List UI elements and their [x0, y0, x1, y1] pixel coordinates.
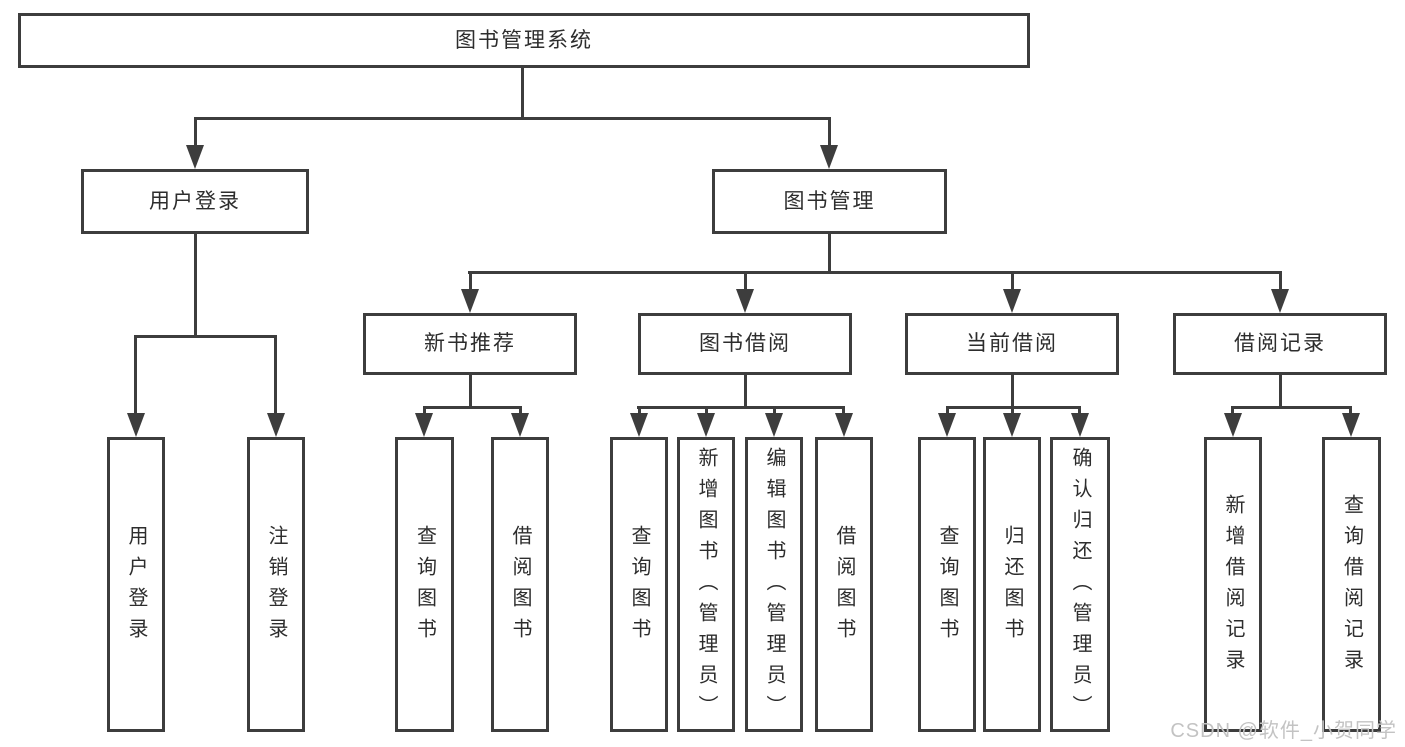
connector-line — [828, 234, 831, 273]
node-current-borrow: 当前借阅 — [905, 313, 1119, 375]
connector-line — [638, 406, 641, 415]
node-new-book-rec: 新书推荐 — [363, 313, 577, 375]
connector-line — [468, 271, 1281, 274]
connector-line — [637, 406, 845, 409]
connector-line — [134, 335, 137, 415]
arrowhead-icon — [1342, 413, 1360, 437]
connector-line — [744, 271, 747, 291]
leaf-bb-edit-book: 编辑图书（管理员） — [745, 437, 803, 732]
arrowhead-icon — [835, 413, 853, 437]
connector-line — [1349, 406, 1352, 415]
leaf-bb-query-book: 查询图书 — [610, 437, 668, 732]
connector-line — [423, 406, 426, 415]
connector-line — [194, 117, 831, 120]
leaf-br-query-record: 查询借阅记录 — [1322, 437, 1381, 732]
connector-line — [773, 406, 776, 415]
connector-line — [134, 335, 277, 338]
leaf-rec-query-book: 查询图书 — [395, 437, 454, 732]
arrowhead-icon — [267, 413, 285, 437]
leaf-bb-borrow-book: 借阅图书 — [815, 437, 873, 732]
connector-line — [1011, 271, 1014, 291]
connector-line — [469, 375, 472, 408]
connector-line — [274, 335, 277, 415]
connector-line — [519, 406, 522, 415]
connector-line — [194, 234, 197, 336]
connector-line — [1231, 406, 1234, 415]
arrowhead-icon — [736, 289, 754, 313]
arrowhead-icon — [697, 413, 715, 437]
node-root: 图书管理系统 — [18, 13, 1030, 68]
arrowhead-icon — [1003, 413, 1021, 437]
leaf-cb-confirm-return: 确认归还（管理员） — [1050, 437, 1110, 732]
connector-line — [469, 271, 472, 291]
arrowhead-icon — [186, 145, 204, 169]
arrowhead-icon — [938, 413, 956, 437]
leaf-cb-query-book: 查询图书 — [918, 437, 976, 732]
node-user-login: 用户登录 — [81, 169, 309, 234]
connector-line — [423, 406, 522, 409]
csdn-watermark: CSDN @软件_小贺同学 — [1170, 720, 1397, 742]
leaf-br-add-record: 新增借阅记录 — [1204, 437, 1262, 732]
connector-line — [1011, 375, 1014, 408]
connector-line — [1011, 406, 1014, 415]
leaf-cb-return-book: 归还图书 — [983, 437, 1041, 732]
connector-line — [842, 406, 845, 415]
arrowhead-icon — [461, 289, 479, 313]
node-borrow-record: 借阅记录 — [1173, 313, 1387, 375]
arrowhead-icon — [1271, 289, 1289, 313]
connector-line — [1231, 406, 1352, 409]
connector-line — [828, 117, 831, 147]
arrowhead-icon — [127, 413, 145, 437]
arrowhead-icon — [1071, 413, 1089, 437]
connector-line — [521, 68, 524, 119]
connector-line — [705, 406, 708, 415]
connector-line — [744, 375, 747, 408]
leaf-logout-login: 注销登录 — [247, 437, 305, 732]
connector-line — [194, 117, 197, 147]
arrowhead-icon — [1224, 413, 1242, 437]
node-book-borrow: 图书借阅 — [638, 313, 852, 375]
connector-line — [1279, 375, 1282, 408]
arrowhead-icon — [630, 413, 648, 437]
arrowhead-icon — [1003, 289, 1021, 313]
connector-line — [946, 406, 949, 415]
arrowhead-icon — [820, 145, 838, 169]
leaf-rec-borrow-book: 借阅图书 — [491, 437, 549, 732]
arrowhead-icon — [511, 413, 529, 437]
arrowhead-icon — [415, 413, 433, 437]
leaf-bb-add-book: 新增图书（管理员） — [677, 437, 735, 732]
arrowhead-icon — [765, 413, 783, 437]
leaf-user-login: 用户登录 — [107, 437, 165, 732]
connector-line — [1078, 406, 1081, 415]
connector-line — [1279, 271, 1282, 291]
node-book-mgmt: 图书管理 — [712, 169, 947, 234]
